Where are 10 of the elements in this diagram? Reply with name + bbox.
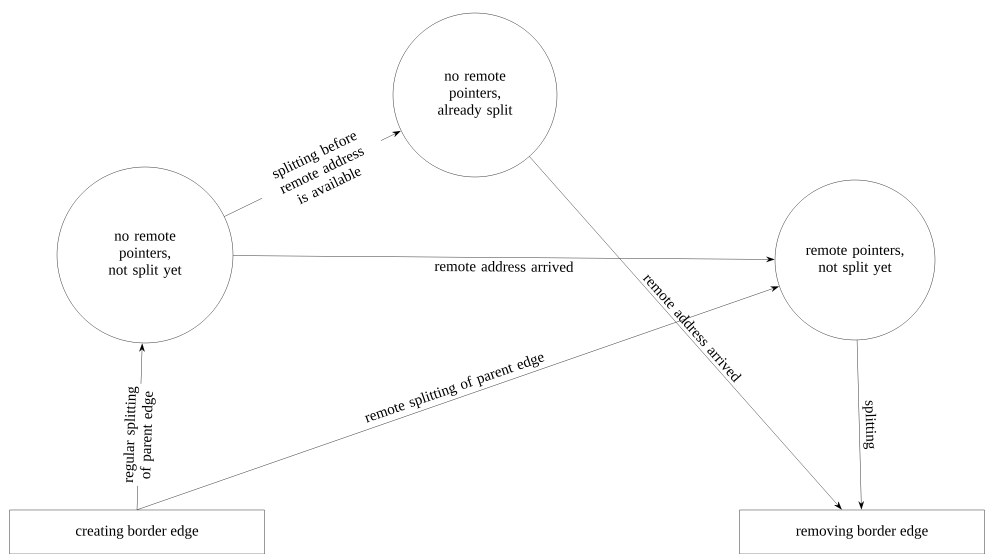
edge-label: splitting	[862, 400, 876, 450]
edge-label: remote address arrived	[434, 260, 574, 272]
arrow	[856, 340, 864, 510]
process-box: removing border edge	[739, 510, 985, 554]
process-box: creating border edge	[9, 510, 265, 554]
arrow	[529, 156, 842, 510]
edge-label: regular splitting of parent edge	[121, 383, 158, 486]
edge-label: remote splitting of parent edge	[364, 354, 544, 423]
arrow	[233, 255, 774, 262]
arrow	[136, 286, 779, 510]
